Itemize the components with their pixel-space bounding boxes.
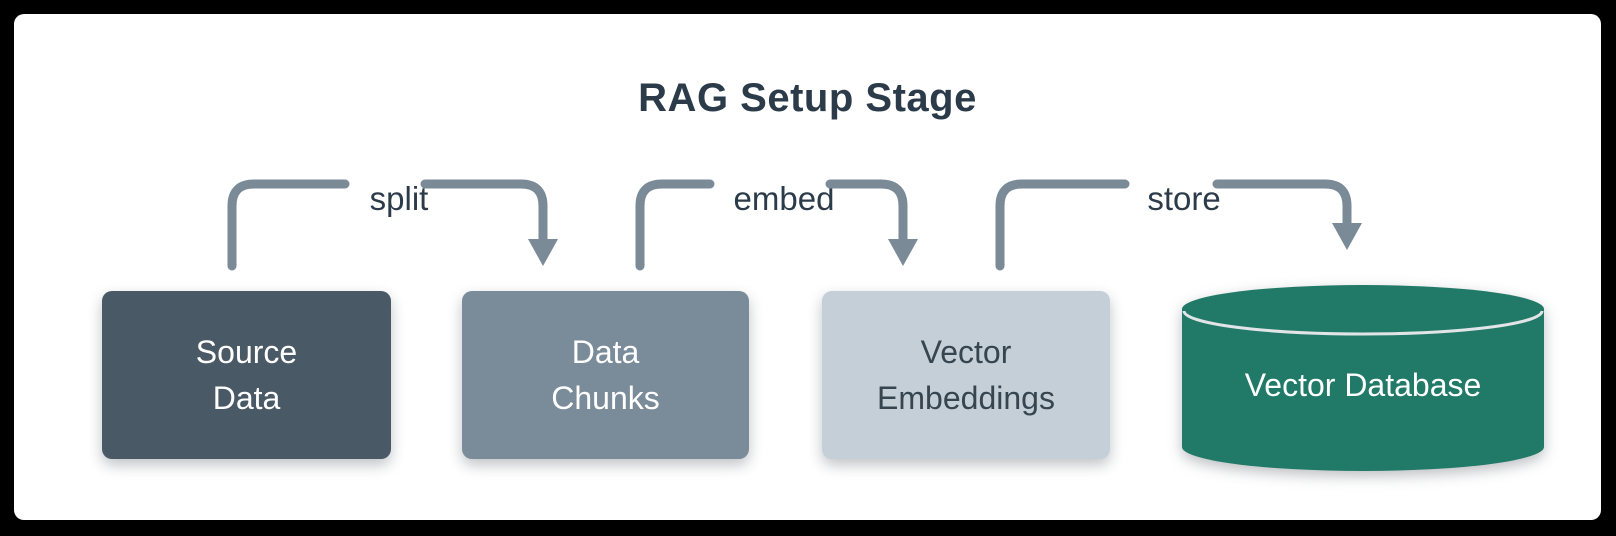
node-vector-embeddings: Vector Embeddings: [822, 291, 1110, 459]
edge-label-embed: embed: [733, 180, 835, 217]
node-label-line: Chunks: [551, 380, 660, 416]
edge-label-store: store: [1147, 180, 1221, 217]
cylinder-top-cap: [1182, 285, 1544, 333]
node-label-line: Vector Database: [1244, 366, 1482, 403]
node-label-line: Data: [212, 380, 281, 416]
node-source-data: Source Data: [102, 291, 391, 459]
node-label-line: Embeddings: [877, 380, 1055, 416]
node-data-chunks: Data Chunks: [462, 291, 749, 459]
database-cylinder-icon: [1182, 285, 1544, 471]
node-vector-database: Vector Database: [1182, 284, 1544, 472]
edge-label-split: split: [369, 180, 429, 217]
cylinder-top-edge-highlight: [1182, 310, 1544, 336]
diagram-card: RAG Setup Stage Source Data Data Chunks …: [14, 14, 1601, 520]
node-label-line: Source: [195, 333, 298, 370]
diagram-title: RAG Setup Stage: [638, 76, 977, 120]
node-label-line: Vector: [920, 333, 1012, 370]
node-label-line: Data: [571, 333, 640, 370]
